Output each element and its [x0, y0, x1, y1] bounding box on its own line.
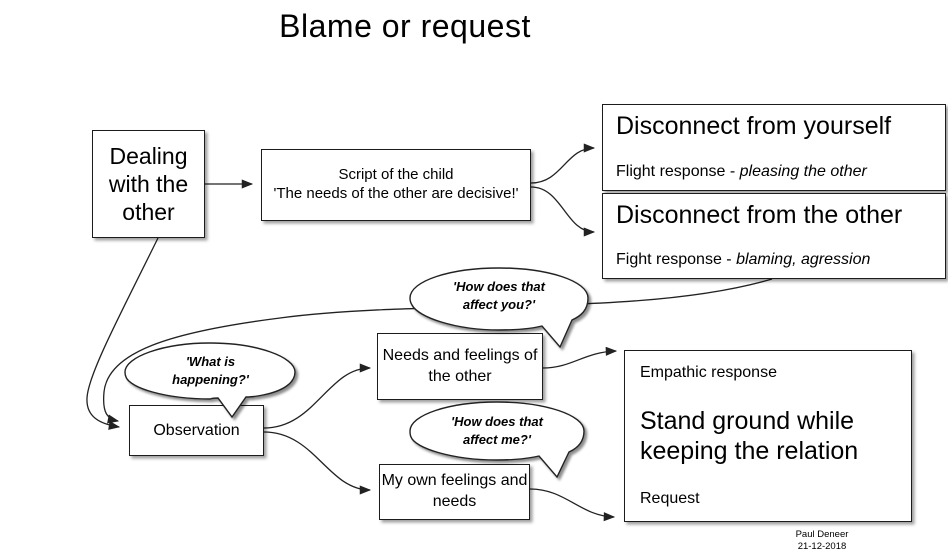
- needs-other-label: Needs and feelings of the other: [382, 346, 538, 385]
- box-dealing-with-other: Dealing with the other: [92, 130, 205, 238]
- bubble-what-happening-text: 'What is happening?': [172, 354, 249, 387]
- flight-response-italic: pleasing the other: [739, 163, 867, 180]
- author-name: Paul Deneer: [795, 529, 849, 540]
- arrow-observation-to-own-feelings: [263, 431, 372, 495]
- fight-response-italic: blaming, agression: [736, 251, 871, 268]
- diagram-title: Blame or request: [279, 8, 531, 44]
- arrow-dealing-to-observation: [86, 237, 159, 430]
- box-needs-feelings-of-other: Needs and feelings of the other: [377, 333, 543, 400]
- disconnect-yourself-heading: Disconnect from yourself: [616, 112, 892, 140]
- observation-label: Observation: [153, 421, 240, 439]
- box-empathic-response: Empathic response Stand ground while kee…: [624, 350, 912, 522]
- arrow-own-feelings-to-empathic: [529, 488, 616, 522]
- bubble-affect-you-text: 'How does that affect you?': [453, 279, 545, 312]
- box-script-line1: Script of the child: [338, 166, 454, 184]
- arrow-script-to-disconnect-other: [530, 186, 596, 237]
- box-observation: Observation: [129, 405, 264, 456]
- author-credit: Paul Deneer 21-12-2018: [762, 529, 882, 553]
- disconnect-yourself-subline: Flight response - pleasing the other: [616, 163, 867, 181]
- own-feelings-label: My own feelings and needs: [381, 472, 528, 510]
- arrow-observation-to-needs-other: [263, 363, 372, 429]
- arrow-script-to-disconnect-yourself: [530, 143, 596, 184]
- stand-ground-label: Stand ground while keeping the relation: [640, 407, 859, 465]
- box-disconnect-from-yourself: Disconnect from yourself Flight response…: [602, 104, 946, 191]
- fight-response-prefix: Fight response -: [616, 251, 737, 268]
- box-dealing-label: Dealing with the other: [108, 142, 189, 226]
- bubble-affect-me-text: 'How does that affect me?': [451, 414, 543, 447]
- flight-response-prefix: Flight response -: [616, 163, 740, 180]
- author-date: 21-12-2018: [797, 540, 847, 552]
- arrow-needs-other-to-empathic: [542, 346, 618, 369]
- box-script-line2: 'The needs of the other are decisive!': [273, 185, 519, 202]
- box-script-of-child: Script of the child 'The needs of the ot…: [261, 149, 531, 221]
- empathic-response-label: Empathic response: [640, 364, 777, 381]
- box-my-own-feelings-needs: My own feelings and needs: [379, 464, 530, 520]
- request-label: Request: [640, 490, 700, 507]
- box-disconnect-from-other: Disconnect from the other Fight response…: [602, 193, 946, 279]
- disconnect-other-heading: Disconnect from the other: [616, 201, 903, 229]
- disconnect-other-subline: Fight response - blaming, agression: [616, 251, 870, 269]
